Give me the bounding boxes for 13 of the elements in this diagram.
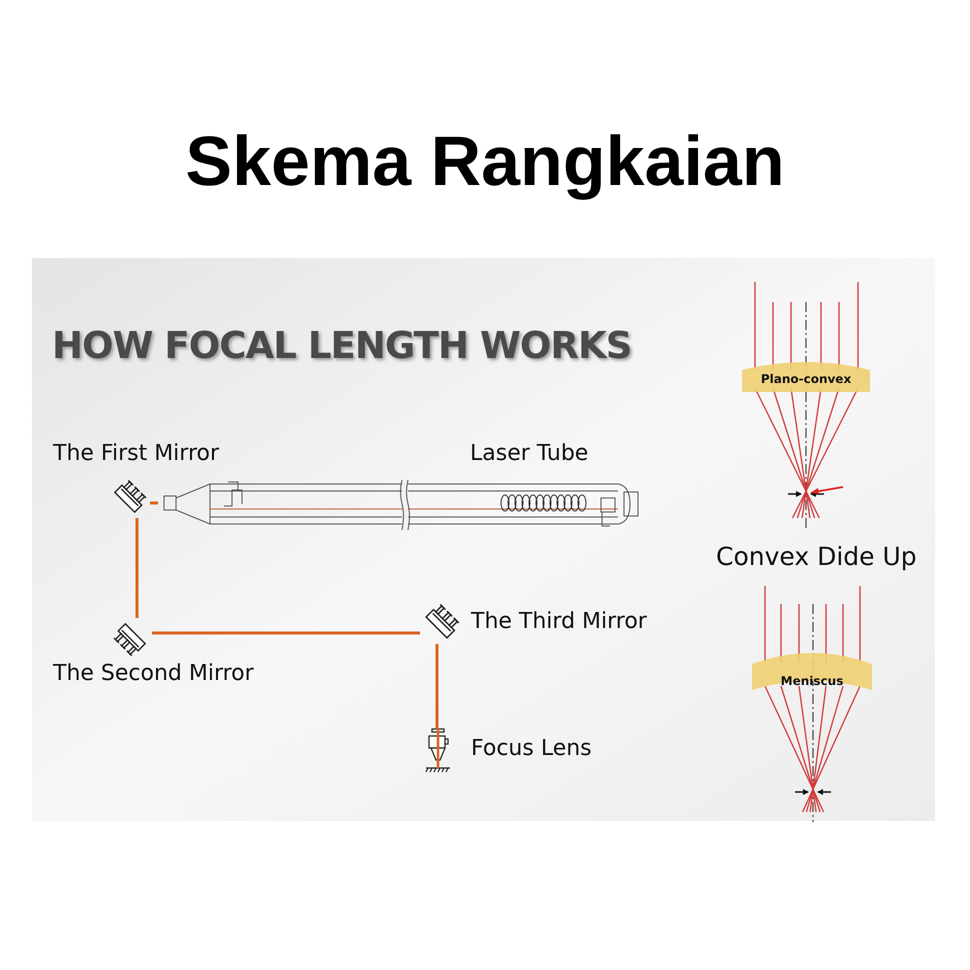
laser-beam <box>436 644 438 728</box>
laser-beam <box>136 518 138 618</box>
lens-label: Plano-convex <box>760 371 852 388</box>
caption-text: Convex Dide Up <box>716 541 917 573</box>
laser-beam <box>152 632 420 634</box>
component-label: The First Mirror <box>53 440 220 468</box>
component-label: Laser Tube <box>470 440 588 468</box>
component-label: The Second Mirror <box>53 660 254 688</box>
section-heading: HOW FOCAL LENGTH WORKS <box>52 323 632 369</box>
component-label: The Third Mirror <box>471 608 647 636</box>
laser-beam <box>150 502 158 504</box>
component-label: Focus Lens <box>471 735 592 762</box>
lens-label: Meniscus <box>780 673 844 690</box>
